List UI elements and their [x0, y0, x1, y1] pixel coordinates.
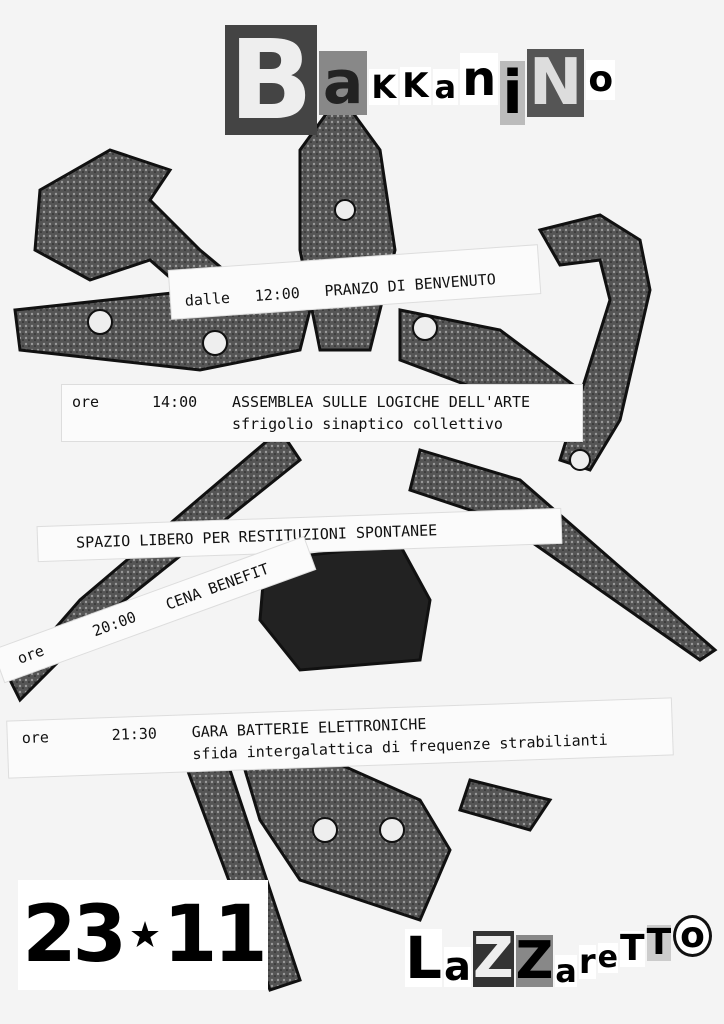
- schedule-time: 14:00: [152, 393, 198, 411]
- title-bakkanino: B a K K a n i N o: [225, 25, 617, 135]
- schedule-prefix: ore: [72, 393, 100, 411]
- schedule-event: PRANZO DI BENVENUTO: [323, 270, 497, 301]
- title-letter: N: [526, 46, 585, 120]
- title-letter: o: [586, 59, 616, 100]
- title-letter: K: [400, 66, 431, 106]
- title-letter: n: [460, 51, 499, 107]
- title-letter: a: [432, 68, 459, 106]
- venue-letter: e: [597, 940, 619, 975]
- schedule-prefix: dalle: [184, 288, 231, 310]
- schedule-event: SPAZIO LIBERO PER RESTITUZIONI SPONTANEE: [75, 521, 438, 552]
- long-blade-right: [408, 448, 718, 662]
- date-day: 23: [22, 890, 127, 980]
- hook-right: [537, 213, 652, 472]
- venue-letter: T: [646, 922, 672, 963]
- title-letter: a: [318, 51, 368, 115]
- venue-letter: o: [673, 915, 712, 957]
- schedule-time: 21:30: [111, 724, 158, 744]
- schedule-subtitle: sfrigolio sinaptico collettivo: [232, 415, 503, 433]
- venue-letter: a: [443, 944, 471, 990]
- schedule-item-assembly: ore 14:00 ASSEMBLEA SULLE LOGICHE DELL'ART…: [62, 385, 582, 441]
- schedule-time: 12:00: [254, 283, 301, 305]
- venue-letter: L: [405, 924, 442, 992]
- venue-letter: Z: [515, 931, 554, 991]
- pliers-bottom: [227, 717, 452, 922]
- title-letter: K: [369, 68, 399, 106]
- schedule-prefix: ore: [21, 728, 50, 748]
- star-icon: ★: [128, 914, 161, 956]
- venue-letter: Z: [472, 926, 514, 991]
- venue-letter: a: [555, 952, 577, 990]
- venue-lazzaretto: L a Z Z a r e T T o: [405, 915, 714, 987]
- title-letter: B: [225, 25, 317, 135]
- event-date: 23 ★ 11: [18, 880, 268, 990]
- venue-letter: T: [620, 928, 645, 969]
- date-month: 11: [163, 890, 268, 980]
- schedule-event: ASSEMBLEA SULLE LOGICHE DELL'ARTE: [232, 393, 531, 411]
- handle-bottom-right: [458, 778, 553, 832]
- title-letter: i: [500, 58, 525, 128]
- venue-letter: r: [578, 942, 596, 982]
